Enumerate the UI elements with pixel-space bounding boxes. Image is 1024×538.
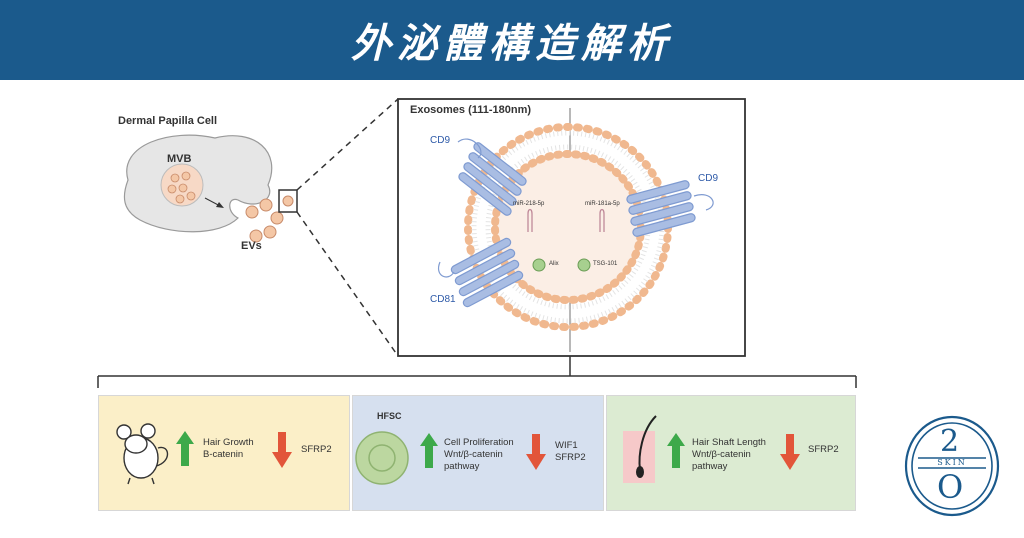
panel3-down-text: SFRP2 <box>808 444 839 455</box>
outcome-bracket <box>97 356 857 388</box>
mouse-icon <box>116 423 169 485</box>
skin-logo <box>904 415 1000 517</box>
mirna-left-label: miR-218-5p <box>513 201 545 207</box>
logo-skin-text: SKIN <box>937 458 967 467</box>
tsg101-label: TSG-101 <box>593 261 618 267</box>
cd81-label: CD81 <box>430 294 456 305</box>
dermal-papilla-cell <box>123 134 273 233</box>
cd9-left-protein <box>457 138 527 216</box>
title-banner: 外泌體構造解析 <box>0 0 1024 80</box>
cd81-protein <box>438 237 524 308</box>
panel2-down-text: WIF1 SFRP2 <box>555 440 586 463</box>
up-arrow-icon <box>420 433 438 468</box>
panel1-up-text: Hair Growth B-catenin <box>203 437 254 460</box>
panel2-up-text: Cell Proliferation Wnt/β-catenin pathway <box>444 437 514 472</box>
panel1-down-text: SFRP2 <box>301 444 332 455</box>
up-arrow-icon <box>667 433 685 468</box>
alix-protein <box>532 258 546 272</box>
mirna-right-label: miR-181a-5p <box>585 201 620 207</box>
exosome-title: Exosomes (111-180nm) <box>410 104 532 116</box>
mirna-hairpins <box>527 208 605 232</box>
hfsc-label: HFSC <box>377 411 402 421</box>
panel3-up-text: Hair Shaft Length Wnt/β-catenin pathway <box>692 437 766 472</box>
mvb-label: MVB <box>167 153 192 165</box>
cd9-right-label: CD9 <box>698 173 719 184</box>
stem-cell-icon <box>355 431 409 485</box>
cd9-left-label: CD9 <box>430 135 451 146</box>
hair-follicle-icon <box>623 415 657 483</box>
cd9-right-protein <box>626 180 714 237</box>
down-arrow-icon <box>526 434 546 470</box>
tsg101-protein <box>577 258 591 272</box>
logo-top-glyph: 2 <box>940 424 960 459</box>
banner-title: 外泌體構造解析 <box>351 21 673 67</box>
dermal-papilla-cell-label: Dermal Papilla Cell <box>118 115 218 127</box>
logo-bottom-glyph: O <box>937 468 964 506</box>
down-arrow-icon <box>272 432 292 468</box>
up-arrow-icon <box>176 431 194 466</box>
evs-label: EVs <box>241 240 262 252</box>
down-arrow-icon <box>780 434 800 470</box>
alix-label: Alix <box>549 261 559 267</box>
ev-particles <box>245 189 298 243</box>
